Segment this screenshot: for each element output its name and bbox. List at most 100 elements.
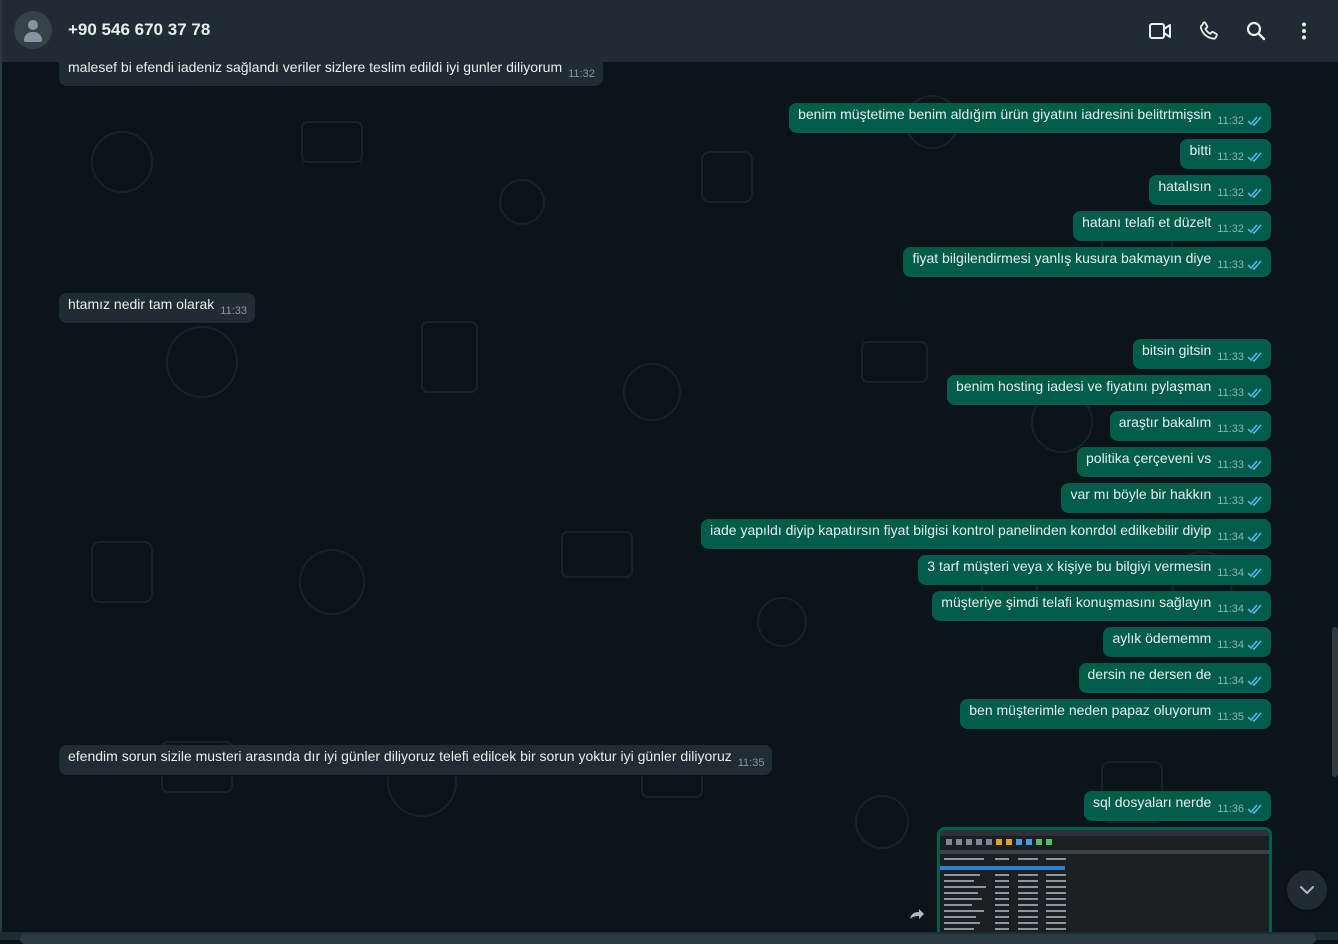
message-outgoing[interactable]: var mı böyle bir hakkın 11:33 xyxy=(1061,483,1271,513)
message-text: araştır bakalım xyxy=(1118,414,1212,430)
read-tick-icon xyxy=(1247,675,1263,686)
contact-name[interactable]: +90 546 670 37 78 xyxy=(68,20,211,39)
message-text: fiyat bilgilendirmesi yanlış kusura bakm… xyxy=(912,250,1212,266)
message-outgoing[interactable]: müşteriye şimdi telafi konuşmasını sağla… xyxy=(932,591,1271,621)
read-tick-icon xyxy=(1247,259,1263,270)
message-meta: 11:32 xyxy=(1217,178,1263,208)
message-text: var mı böyle bir hakkın xyxy=(1070,486,1212,502)
read-tick-icon xyxy=(1247,223,1263,234)
message-outgoing[interactable]: aylık ödememm 11:34 xyxy=(1103,627,1271,657)
message-meta: 11:32 xyxy=(1217,106,1263,136)
message-outgoing[interactable]: benim müştetime benim aldığım ürün giyat… xyxy=(789,103,1271,133)
message-text: bitti xyxy=(1189,142,1212,158)
message-text: dersin ne dersen de xyxy=(1087,666,1212,682)
message-time: 11:34 xyxy=(1217,675,1244,687)
chat-area[interactable]: malesef bi efendi iadeniz sağlandı veril… xyxy=(0,62,1338,932)
message-time: 11:33 xyxy=(1217,423,1244,435)
read-tick-icon xyxy=(1247,423,1263,434)
message-outgoing[interactable]: sql dosyaları nerde 11:36 xyxy=(1083,791,1271,821)
message-meta: 11:33 xyxy=(1217,414,1263,444)
message-meta: 11:34 xyxy=(1217,630,1263,660)
message-outgoing[interactable]: araştır bakalım 11:33 xyxy=(1109,411,1271,444)
read-tick-icon xyxy=(1247,495,1263,506)
message-outgoing[interactable]: hatalısın 11:32 xyxy=(1149,175,1271,205)
message-time: 11:32 xyxy=(1217,223,1244,235)
message-input[interactable] xyxy=(20,934,1316,944)
message-text: hatalısın xyxy=(1158,178,1212,194)
message-time: 11:34 xyxy=(1217,639,1244,651)
message-outgoing[interactable]: dersin ne dersen de 11:34 xyxy=(1078,663,1271,696)
message-time: 11:32 xyxy=(568,68,595,80)
message-text: htamız nedir tam olarak xyxy=(68,296,215,312)
compose-bar xyxy=(0,932,1338,944)
chevron-down-icon xyxy=(1300,886,1314,894)
message-text: benim hosting iadesi ve fiyatını pylaşma… xyxy=(956,378,1212,394)
read-tick-icon xyxy=(1247,151,1263,162)
message-outgoing[interactable]: bitti 11:32 xyxy=(1180,139,1271,169)
message-time: 11:33 xyxy=(1217,495,1244,507)
message-text: sql dosyaları nerde xyxy=(1092,794,1212,810)
avatar-head-shape xyxy=(28,20,38,30)
message-incoming[interactable]: malesef bi efendi iadeniz sağlandı veril… xyxy=(59,62,603,86)
message-outgoing[interactable]: 3 tarf müşteri veya x kişiye bu bilgiyi … xyxy=(918,555,1271,585)
chat-header: +90 546 670 37 78 xyxy=(0,0,1338,62)
image-message[interactable] xyxy=(937,827,1272,932)
contact-avatar[interactable] xyxy=(14,11,52,49)
message-meta: 11:34 xyxy=(1217,522,1263,552)
read-tick-icon xyxy=(1247,603,1263,614)
message-text: aylık ödememm xyxy=(1112,630,1212,646)
message-text: bitsin gitsin xyxy=(1142,342,1212,358)
message-outgoing[interactable]: bitsin gitsin 11:33 xyxy=(1133,339,1271,369)
message-meta: 11:34 xyxy=(1217,558,1263,588)
read-tick-icon xyxy=(1247,531,1263,542)
message-time: 11:32 xyxy=(1217,151,1244,163)
message-outgoing[interactable]: benim hosting iadesi ve fiyatını pylaşma… xyxy=(947,375,1271,405)
message-time: 11:33 xyxy=(1217,387,1244,399)
chat-scrollbar[interactable] xyxy=(1332,627,1338,777)
message-text: malesef bi efendi iadeniz sağlandı veril… xyxy=(68,62,563,75)
message-time: 11:33 xyxy=(1217,351,1244,363)
message-text: iade yapıldı diyip kapatırsın fiyat bilg… xyxy=(710,522,1212,538)
message-time: 11:34 xyxy=(1217,567,1244,579)
message-time: 11:33 xyxy=(220,305,248,317)
message-meta: 11:33 xyxy=(1217,342,1263,372)
message-meta: 11:33 xyxy=(1217,450,1263,480)
read-tick-icon xyxy=(1247,459,1263,470)
message-meta: 11:33 xyxy=(1217,250,1263,280)
read-tick-icon xyxy=(1247,803,1263,814)
search-icon[interactable] xyxy=(1244,19,1268,43)
message-meta: 11:34 xyxy=(1217,594,1263,624)
message-outgoing[interactable]: politika çerçeveni vs 11:33 xyxy=(1077,447,1271,477)
message-text: 3 tarf müşteri veya x kişiye bu bilgiyi … xyxy=(927,558,1212,574)
message-text: politika çerçeveni vs xyxy=(1086,450,1212,466)
message-text: efendim sorun sizile musteri arasında dı… xyxy=(68,748,732,764)
read-tick-icon xyxy=(1247,187,1263,198)
video-call-icon[interactable] xyxy=(1148,19,1172,43)
image-thumbnail[interactable] xyxy=(940,830,1269,932)
message-text: benim müştetime benim aldığım ürün giyat… xyxy=(798,106,1212,122)
message-meta: 11:33 xyxy=(1217,486,1263,516)
message-time: 11:36 xyxy=(1217,803,1244,815)
message-outgoing[interactable]: fiyat bilgilendirmesi yanlış kusura bakm… xyxy=(903,247,1271,277)
forward-icon[interactable] xyxy=(906,904,928,926)
message-text: müşteriye şimdi telafi konuşmasını sağla… xyxy=(941,594,1212,610)
message-time: 11:33 xyxy=(1217,259,1244,271)
read-tick-icon xyxy=(1247,115,1263,126)
scroll-to-bottom-button[interactable] xyxy=(1287,870,1327,910)
message-meta: 11:32 xyxy=(1217,142,1263,172)
message-meta: 11:35 xyxy=(1217,702,1263,732)
message-incoming[interactable]: htamız nedir tam olarak 11:33 xyxy=(59,293,256,323)
read-tick-icon xyxy=(1247,567,1263,578)
message-time: 11:33 xyxy=(1217,459,1244,471)
message-meta: 11:33 xyxy=(1217,378,1263,408)
read-tick-icon xyxy=(1247,639,1263,650)
voice-call-icon[interactable] xyxy=(1197,19,1221,43)
message-incoming[interactable]: efendim sorun sizile musteri arasında dı… xyxy=(59,745,773,775)
message-meta: 11:34 xyxy=(1217,666,1263,696)
message-outgoing[interactable]: iade yapıldı diyip kapatırsın fiyat bilg… xyxy=(701,519,1271,549)
menu-icon[interactable] xyxy=(1292,19,1316,43)
message-time: 11:32 xyxy=(1217,115,1244,127)
message-time: 11:32 xyxy=(1217,187,1244,199)
